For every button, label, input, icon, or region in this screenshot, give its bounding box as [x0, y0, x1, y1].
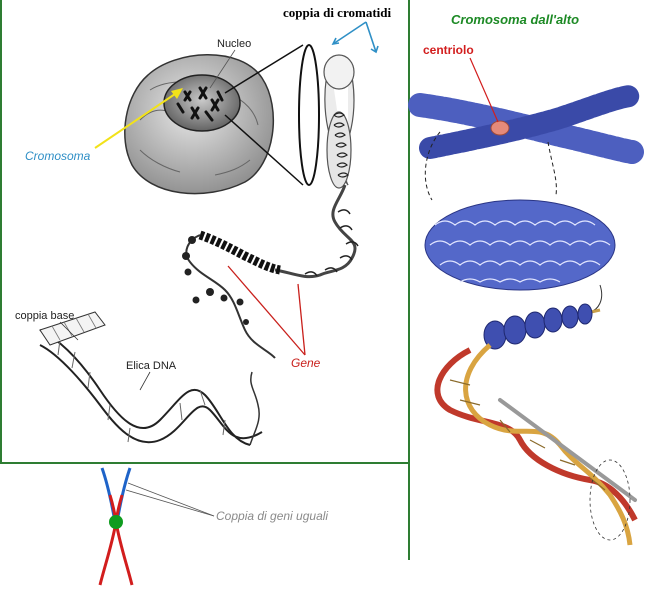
label-elica-dna: Elica DNA — [126, 360, 177, 372]
zoom-line-bottom — [224, 114, 304, 186]
zoom-ellipse — [298, 44, 320, 186]
chromatid-pair — [323, 54, 355, 189]
label-coppia-di-cromatidi: coppia di cromatidi — [283, 5, 392, 20]
label-cromosoma-dall-alto: Cromosoma dall'alto — [451, 12, 580, 27]
label-nucleo: Nucleo — [217, 38, 252, 50]
label-coppia-di-geni-uguali: Coppia di geni uguali — [216, 509, 329, 523]
nucleosome-fibre — [483, 303, 601, 350]
label-gene: Gene — [291, 356, 321, 370]
dna-helix — [39, 311, 263, 446]
centriolo-body — [490, 120, 510, 136]
double-helix-colored — [434, 343, 638, 546]
chromosome-gene-pair — [98, 467, 134, 586]
label-coppia-base: coppia base — [15, 310, 75, 322]
coil-link — [589, 284, 603, 313]
cromosoma-arrow — [94, 88, 183, 149]
label-cromosoma: Cromosoma — [25, 149, 91, 163]
chromosome-x-top — [408, 85, 644, 164]
chromatin-coil-mass — [424, 199, 616, 291]
geni-pointers — [125, 482, 215, 517]
chromatin-fibre — [182, 184, 359, 359]
zoom-line-top — [224, 44, 304, 94]
label-centriolo: centriolo — [423, 43, 474, 57]
zoom-dashes — [424, 131, 557, 201]
chromosomes-in-nucleus — [176, 86, 224, 122]
cromatidi-arrows — [331, 21, 379, 54]
nucleus — [163, 74, 241, 132]
elica-pointer — [139, 371, 151, 391]
centriolo-pointer — [469, 57, 499, 123]
nucleo-pointer — [209, 49, 236, 89]
gene-pointers — [227, 265, 306, 356]
base-pair-ladder — [39, 311, 106, 346]
coppia-base-pointer — [59, 321, 79, 341]
